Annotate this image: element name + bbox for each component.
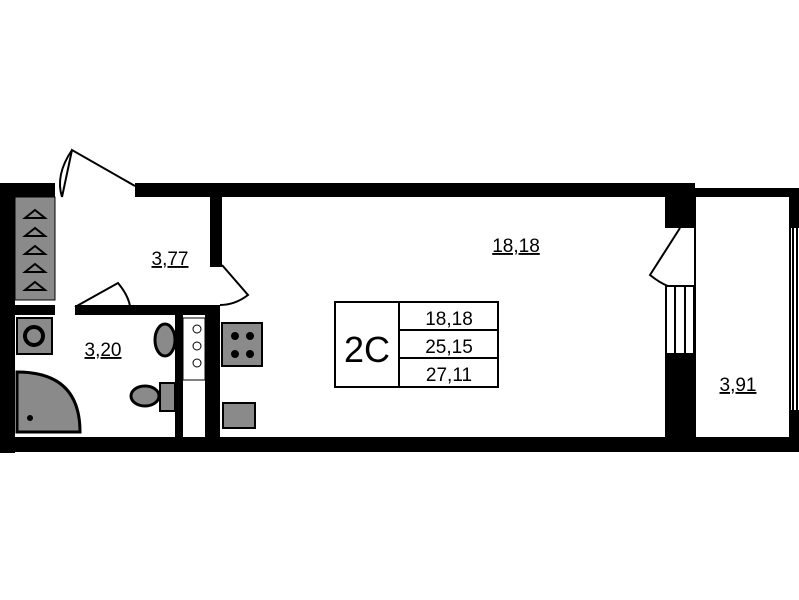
walls — [0, 183, 799, 453]
washing-machine-icon — [16, 317, 53, 355]
living-area-label: 18,18 — [492, 236, 540, 257]
summary-living-area: 18,18 — [425, 309, 473, 330]
sink-icon — [153, 322, 177, 358]
balcony-outline — [694, 195, 798, 441]
hanger-icon — [22, 208, 48, 291]
summary-total-with-balcony: 27,11 — [426, 365, 472, 386]
wardrobe — [14, 196, 56, 301]
hallway-area-label: 3,77 — [152, 249, 189, 270]
summary-total-area: 25,15 — [425, 337, 473, 358]
bathroom-area-label: 3,20 — [85, 340, 122, 361]
window — [665, 285, 695, 355]
balcony-area-label: 3,91 — [720, 375, 757, 396]
stove-icon — [221, 322, 263, 367]
kitchen-sink-icon — [222, 402, 256, 429]
toilet-icon — [129, 382, 176, 412]
doors — [59, 148, 681, 308]
apartment-type-code: 2C — [344, 329, 390, 370]
ventilation-shaft — [182, 317, 206, 381]
area-summary-table: 2C 18,18 25,15 27,11 — [334, 301, 499, 388]
shower-icon — [15, 370, 82, 434]
